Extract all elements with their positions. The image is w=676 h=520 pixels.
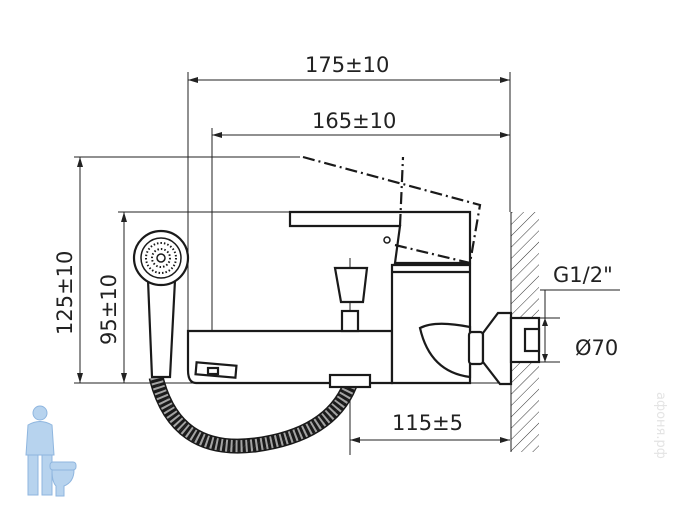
dimension-lines [77, 77, 548, 443]
dim-thread: G1/2" [553, 263, 613, 287]
watermark: афоня.рф [653, 392, 668, 459]
lever-handle [288, 155, 482, 265]
plumber-logo [25, 405, 77, 497]
shower-hose [148, 375, 357, 454]
dim-spout-length: 165±10 [312, 109, 396, 133]
dim-overall-length: 175±10 [305, 53, 389, 77]
dim-shower-height: 95±10 [97, 274, 121, 345]
hand-shower [132, 229, 190, 379]
wall-connection [467, 311, 541, 386]
dim-escutcheon-diameter: Ø70 [575, 336, 618, 360]
faucet-body [186, 263, 472, 385]
dim-wall-to-outlet: 115±5 [392, 411, 463, 435]
dim-total-height: 125±10 [53, 251, 77, 335]
diverter-knob [333, 266, 369, 333]
hose-connector [328, 373, 372, 389]
